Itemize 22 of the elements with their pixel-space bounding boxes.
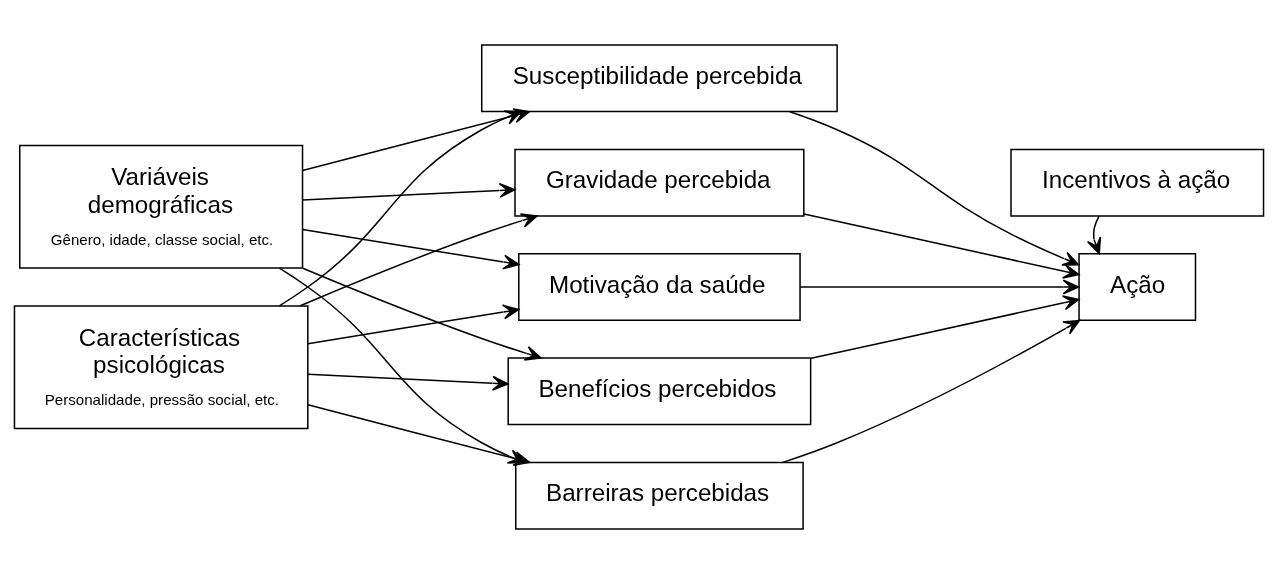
node-box: Barreiras percebidas [515, 461, 804, 530]
node-box: Características psicológicas Personalidade, pressão social, etc. [13, 304, 309, 429]
node-box: Gravidade percebida [514, 148, 805, 217]
arrow [803, 212, 1080, 279]
node-box: Ação [1078, 252, 1197, 321]
node-box: Motivação da saúde [518, 252, 801, 321]
arrow [1086, 215, 1102, 254]
arrow [301, 182, 516, 201]
arrow [307, 304, 520, 344]
node-box: Incentivos à ação [1010, 148, 1265, 217]
arrow [278, 109, 522, 307]
node-box: Variáveis demográficas Gênero, idade, classe social, etc. [19, 144, 304, 269]
arrow [307, 373, 509, 391]
arrow [301, 228, 520, 270]
arrow [799, 278, 1080, 295]
node-box: Susceptibilidade percebida [480, 43, 838, 112]
arrow [789, 110, 1080, 266]
arrow [299, 212, 538, 307]
arrow [810, 294, 1080, 359]
arrow [782, 319, 1081, 463]
arrow [302, 266, 542, 361]
node-box: Benefícios percebidos [507, 356, 812, 425]
